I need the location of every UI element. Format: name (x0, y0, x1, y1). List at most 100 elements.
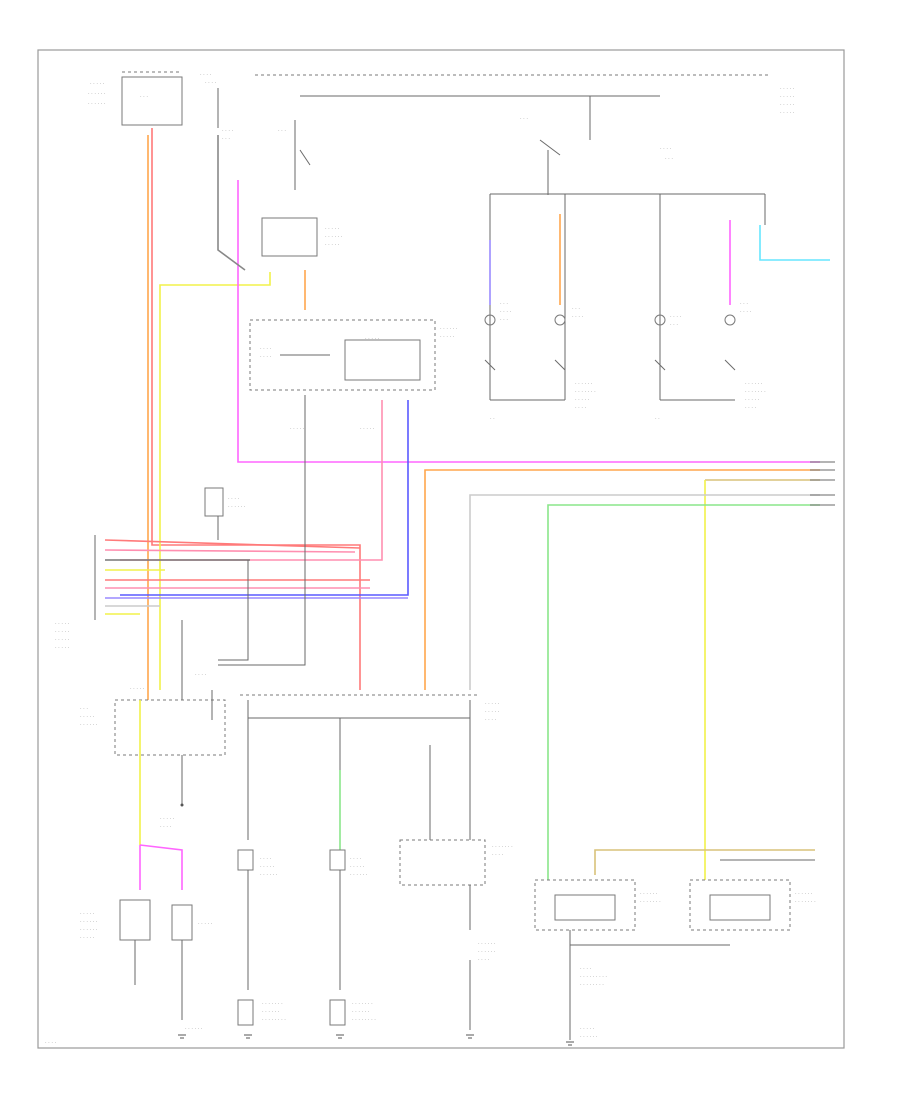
svg-text:· · · · ·: · · · · · (780, 102, 795, 108)
svg-text:· · · · ·: · · · · · (55, 621, 70, 627)
svg-text:· · · · ·: · · · · · (780, 94, 795, 100)
svg-text:· · ·: · · · (278, 128, 286, 134)
combination-meter (399, 839, 486, 886)
ground-symbols (178, 803, 574, 1046)
svg-text:· · · ·: · · · · (200, 72, 212, 78)
module-lower-left (114, 699, 226, 756)
svg-text:· · · · · ·: · · · · · · (325, 234, 343, 240)
svg-text:· · · · · ·: · · · · · · (260, 872, 278, 878)
combination-switch (249, 319, 436, 391)
svg-text:· · · · ·: · · · · · (80, 714, 95, 720)
svg-text:· · · · · ·: · · · · · · (640, 891, 658, 897)
svg-text:· · · · ·: · · · · · (80, 935, 95, 941)
svg-text:· · · · · · ·: · · · · · · · (492, 844, 513, 850)
svg-text:· · ·: · · · (222, 136, 230, 142)
svg-text:· · · · · · ·: · · · · · · · (745, 389, 766, 395)
svg-text:· · ·: · · · (740, 301, 748, 307)
svg-text:· · · ·: · · · · (575, 405, 587, 411)
svg-text:· · · ·: · · · · (478, 957, 490, 963)
svg-text:· · · · · ·: · · · · · · (352, 1009, 370, 1015)
svg-text:· · · ·: · · · · (580, 966, 592, 972)
svg-text:· · · · · · ·: · · · · · · · (262, 1001, 283, 1007)
svg-text:· · · · ·: · · · · · (365, 336, 380, 342)
svg-text:· · · · · ·: · · · · · · (80, 927, 98, 933)
svg-text:· · · ·: · · · · (228, 496, 240, 502)
svg-text:· · · · · ·: · · · · · · (88, 101, 106, 107)
sensor-lower-left (119, 899, 151, 941)
svg-text:· · · · ·: · · · · · (485, 701, 500, 707)
svg-text:· · · · ·: · · · · · (90, 81, 105, 87)
svg-text:· · · · ·: · · · · · (80, 911, 95, 917)
svg-text:· · · · ·: · · · · · (325, 242, 340, 248)
svg-text:· · · · ·: · · · · · (130, 686, 145, 692)
relay-middle (261, 217, 318, 257)
fuse-block-top-left (121, 76, 183, 126)
svg-text:· · ·: · · · (80, 706, 88, 712)
svg-text:· · · · ·: · · · · · (55, 645, 70, 651)
svg-text:· · ·: · · · (665, 156, 673, 162)
svg-text:· · · · · · ·: · · · · · · · (640, 899, 661, 905)
svg-text:· · ·: · · · (500, 301, 508, 307)
svg-text:· · · · · ·: · · · · · · (228, 504, 246, 510)
svg-text:· · ·: · · · (520, 116, 528, 122)
svg-text:· · · · ·: · · · · · (580, 1026, 595, 1032)
svg-text:· · ·: · · · (572, 306, 580, 312)
svg-text:· · · · · ·: · · · · · · (478, 941, 496, 947)
svg-text:· · · · ·: · · · · · (260, 864, 275, 870)
svg-text:· · · · · · · · ·: · · · · · · · · · (580, 974, 607, 980)
svg-text:· · ·: · · · (670, 322, 678, 328)
svg-text:· · · ·: · · · · (260, 346, 272, 352)
svg-text:· · · ·: · · · · (260, 354, 272, 360)
connector-right-stubs (810, 461, 835, 506)
svg-text:· · · · · · · ·: · · · · · · · · (580, 982, 604, 988)
svg-text:· · · · ·: · · · · · (55, 629, 70, 635)
svg-text:· · · ·: · · · · (260, 856, 272, 862)
svg-text:· · · · · · ·: · · · · · · · (352, 1001, 373, 1007)
svg-text:· · · · ·: · · · · · (55, 637, 70, 643)
rear-lamp-right (534, 879, 636, 931)
svg-text:· · · · ·: · · · · · (575, 397, 590, 403)
svg-text:· · · · · ·: · · · · · · (440, 326, 458, 332)
connector-left-bundle (104, 539, 408, 615)
svg-text:· · · · · ·: · · · · · · (580, 1034, 598, 1040)
svg-text:· · · ·: · · · · (740, 309, 752, 315)
svg-text:· · · · · ·: · · · · · · (478, 949, 496, 955)
svg-text:· · · · ·: · · · · · (485, 709, 500, 715)
svg-text:· · · ·: · · · · (205, 80, 217, 86)
svg-text:· · · · ·: · · · · · (290, 426, 305, 432)
svg-text:· · · ·: · · · · (222, 128, 234, 134)
svg-text:· · · · ·: · · · · · (325, 226, 340, 232)
svg-text:· · · · · ·: · · · · · · (575, 381, 593, 387)
svg-text:· · · ·: · · · · (500, 309, 512, 315)
svg-text:· · · · · · · ·: · · · · · · · · (262, 1017, 286, 1023)
svg-text:· · · · · ·: · · · · · · (262, 1009, 280, 1015)
svg-text:· · · ·: · · · · (670, 314, 682, 320)
svg-text:· · ·: · · · (140, 94, 148, 100)
svg-text:· · · ·: · · · · (492, 852, 504, 858)
svg-text:· · · · · ·: · · · · · · (88, 91, 106, 97)
svg-text:· · · ·: · · · · (350, 856, 362, 862)
svg-text:· · · ·: · · · · (572, 314, 584, 320)
svg-text:· · · · · ·: · · · · · · (80, 722, 98, 728)
svg-text:· · · · ·: · · · · · (350, 864, 365, 870)
svg-text:· · · ·: · · · · (45, 1040, 57, 1046)
svg-text:· ·: · · (655, 416, 660, 422)
svg-text:· · · · · ·: · · · · · · (350, 872, 368, 878)
svg-text:· · · · · ·: · · · · · · (80, 919, 98, 925)
svg-text:· · · · ·: · · · · · (780, 110, 795, 116)
svg-text:· · · ·: · · · · (195, 672, 207, 678)
svg-text:· · · · ·: · · · · · (780, 86, 795, 92)
svg-text:· · · · ·: · · · · · (745, 397, 760, 403)
svg-text:· · · ·: · · · · (660, 146, 672, 152)
rear-lamp-left (689, 879, 791, 931)
svg-text:· · · · ·: · · · · · (198, 921, 213, 927)
svg-text:· · · · · · · ·: · · · · · · · · (352, 1017, 376, 1023)
svg-text:· · · · · ·: · · · · · · (185, 1026, 203, 1032)
svg-text:· ·: · · (490, 416, 495, 422)
lamp-group-lower-middle (237, 849, 346, 1026)
svg-text:· · ·: · · · (500, 317, 508, 323)
svg-text:· · · · ·: · · · · · (160, 816, 175, 822)
svg-text:· · · · · ·: · · · · · · (745, 381, 763, 387)
